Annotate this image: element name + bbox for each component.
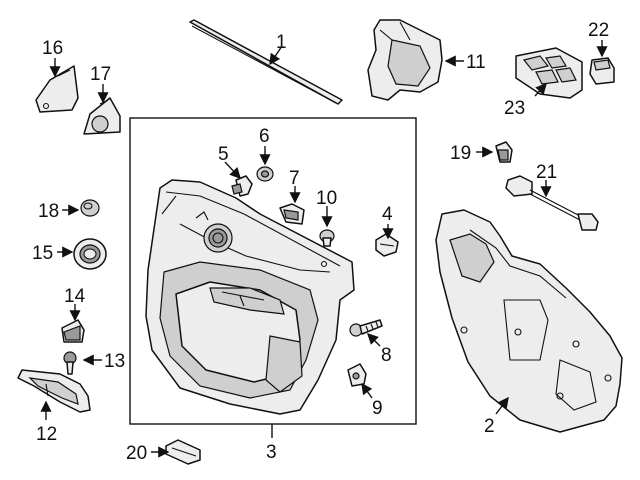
callout-14: 14: [64, 286, 86, 307]
callout-20: 20: [126, 443, 147, 464]
part-5-clip[interactable]: [231, 175, 253, 197]
part-4-clip[interactable]: [375, 233, 399, 257]
part-16-tweeter-cover[interactable]: [35, 65, 79, 113]
part-12-pull-handle[interactable]: [17, 369, 91, 413]
part-1-belt-weatherstrip[interactable]: [189, 19, 343, 105]
callout-12: 12: [36, 424, 57, 445]
part-7-retainer[interactable]: [279, 203, 305, 225]
callout-9: 9: [372, 398, 383, 419]
part-18-plug[interactable]: [80, 199, 100, 217]
callout-16: 16: [42, 38, 63, 59]
callout-2: 2: [484, 416, 495, 437]
part-20-clip[interactable]: [165, 439, 201, 465]
callout-7: 7: [289, 168, 300, 189]
callout-11: 11: [466, 52, 486, 73]
part-6-nut[interactable]: [256, 166, 274, 182]
callout-1: 1: [276, 32, 287, 53]
callout-19: 19: [450, 143, 471, 164]
callout-10: 10: [316, 188, 337, 209]
part-23-window-switch[interactable]: [515, 47, 583, 99]
part-17-speaker-trim[interactable]: [83, 97, 121, 135]
part-10-fastener[interactable]: [319, 229, 335, 247]
callout-4: 4: [382, 204, 393, 225]
callout-13: 13: [104, 351, 125, 372]
part-14-clip[interactable]: [61, 319, 85, 343]
part-19-clip[interactable]: [495, 141, 513, 163]
part-8-bolt[interactable]: [349, 319, 383, 337]
callout-23: 23: [504, 98, 525, 119]
callout-3: 3: [266, 442, 277, 463]
callout-15: 15: [32, 243, 53, 264]
callout-21: 21: [536, 162, 557, 183]
part-22-switch[interactable]: [589, 57, 615, 85]
part-9-retainer[interactable]: [347, 363, 367, 387]
door-trim-assembly-frame: [129, 117, 417, 425]
callout-6: 6: [259, 126, 270, 147]
part-13-screw[interactable]: [63, 351, 77, 375]
part-11-inner-bracket[interactable]: [367, 19, 443, 101]
part-2-watershield[interactable]: [435, 209, 623, 433]
callout-22: 22: [588, 20, 609, 41]
part-21-harness[interactable]: [505, 175, 599, 231]
callout-5: 5: [218, 144, 229, 165]
callout-18: 18: [38, 201, 59, 222]
part-15-grommet[interactable]: [73, 238, 107, 270]
callout-8: 8: [381, 345, 392, 366]
part-3-door-trim-panel[interactable]: [145, 179, 355, 415]
callout-17: 17: [90, 64, 111, 85]
